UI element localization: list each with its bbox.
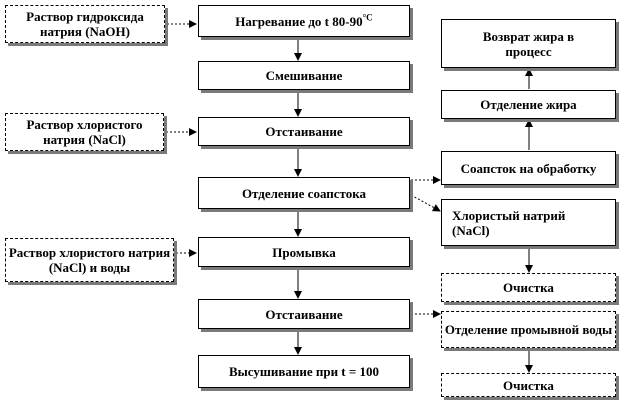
- box-soapstock-separation-label: Отделение соапстока: [241, 185, 367, 201]
- box-fat-separation-label: Отделение жира: [480, 97, 577, 112]
- box-cleaning-1: Очистка: [441, 273, 616, 302]
- box-nacl-water-solution-label: Раствор хлористого натрия (NaCl) и воды: [8, 245, 171, 275]
- arrow-separation-to-nacl: [410, 194, 441, 212]
- box-fat-return-label: Возврат жира в процесс: [482, 28, 575, 59]
- box-washing-label: Промывка: [272, 244, 336, 260]
- box-wash-water-separation: Отделение промывной воды: [441, 311, 616, 348]
- heating-unit: °C: [362, 12, 373, 23]
- box-nacl-output: Хлористый натрий (NaCl): [441, 199, 616, 246]
- box-fat-return: Возврат жира в процесс: [441, 19, 616, 68]
- box-nacl-output-label: Хлористый натрий (NaCl): [452, 207, 566, 238]
- box-cleaning-2: Очистка: [441, 373, 616, 397]
- box-nacl-water-solution: Раствор хлористого натрия (NaCl) и воды: [5, 238, 174, 282]
- box-heating: Нагревание до t 80-90°C: [198, 5, 410, 37]
- box-cleaning-1-label: Очистка: [503, 280, 554, 295]
- box-fat-separation: Отделение жира: [441, 90, 616, 119]
- box-settling-2: Отстаивание: [198, 299, 410, 329]
- box-settling-1: Отстаивание: [198, 117, 410, 146]
- box-soapstock-processing-label: Соапсток на обработку: [460, 160, 597, 176]
- box-settling-2-label: Отстаивание: [265, 306, 343, 322]
- box-naoh-solution: Раствор гидроксида натрия (NaOH): [5, 5, 165, 43]
- box-mixing-label: Смешивание: [265, 68, 343, 83]
- box-heating-label: Нагревание до t 80-90°C: [235, 12, 373, 29]
- box-soapstock-separation: Отделение соапстока: [198, 177, 410, 209]
- box-wash-water-separation-label: Отделение промывной воды: [444, 322, 613, 337]
- box-nacl-solution-label: Раствор хлористого натрия (NaCl): [26, 117, 143, 147]
- box-soapstock-processing: Соапсток на обработку: [441, 151, 616, 185]
- box-settling-1-label: Отстаивание: [265, 124, 343, 139]
- box-naoh-solution-label: Раствор гидроксида натрия (NaOH): [26, 9, 144, 39]
- box-drying-label: Высушивание при t = 100: [228, 364, 380, 379]
- box-cleaning-2-label: Очистка: [503, 377, 554, 393]
- box-nacl-solution: Раствор хлористого натрия (NaCl): [5, 113, 164, 151]
- heating-text: Нагревание до t 80-90: [235, 13, 363, 29]
- box-drying: Высушивание при t = 100: [198, 355, 410, 388]
- box-mixing: Смешивание: [198, 61, 410, 90]
- box-washing: Промывка: [198, 237, 410, 267]
